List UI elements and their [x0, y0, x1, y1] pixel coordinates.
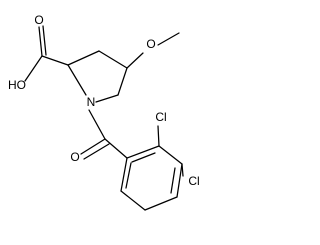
bond-aryl-c3-cl: [181, 163, 184, 177]
hydroxyl-label: HO: [8, 78, 26, 92]
bond-aryl-c3-c4: [176, 163, 183, 198]
carboxyl-oxygen-label: O: [34, 13, 43, 27]
chemical-structure-canvas: O HO O N O Cl Cl: [8, 13, 200, 211]
bond-layer: [24, 25, 184, 211]
bond-carboxyl-c-o-double-1: [38, 26, 43, 57]
atom-label-layer: O HO O N O Cl Cl: [8, 13, 200, 188]
bond-aromatic-inner-1: [131, 152, 156, 163]
bond-aryl-c4-c5: [144, 196, 178, 211]
bond-carboxyl-c-oh: [24, 55, 43, 82]
chloro-right-label: Cl: [188, 174, 199, 188]
bond-aryl-c1-c2: [126, 145, 160, 159]
bond-aryl-c2-cl: [157, 125, 160, 147]
ring-nitrogen-label: N: [87, 95, 96, 109]
bond-aryl-c2-c3: [158, 145, 183, 165]
bond-c3-c4: [98, 50, 128, 69]
bond-c4-c5: [117, 67, 128, 96]
bond-carbonyl-c-aryl-c1: [104, 138, 128, 159]
chloro-top-label: Cl: [155, 110, 166, 124]
bond-aryl-c6-c1: [120, 157, 128, 192]
bond-methoxy-o-methyl: [157, 32, 180, 46]
bond-c4-methoxy-o: [126, 52, 144, 69]
bond-n-carbonyl-c: [88, 109, 106, 140]
bond-c2-c3: [67, 50, 100, 66]
bond-carboxyl-c-o-double-2: [42, 25, 47, 56]
methoxy-oxygen-label: O: [146, 37, 155, 51]
bond-aryl-c5-c6: [120, 190, 146, 211]
bond-aromatic-inner-2: [170, 167, 176, 194]
bond-carbonyl-double-1: [80, 138, 106, 155]
bond-n-c2: [67, 64, 87, 96]
bond-carbonyl-double-2: [83, 143, 110, 160]
carbonyl-oxygen-label: O: [70, 150, 79, 164]
bond-c5-n: [95, 94, 119, 103]
molecule-diagram: O HO O N O Cl Cl: [8, 13, 200, 211]
bond-c2-carboxyl-c: [41, 55, 69, 66]
bond-aromatic-inner-3: [125, 162, 132, 189]
